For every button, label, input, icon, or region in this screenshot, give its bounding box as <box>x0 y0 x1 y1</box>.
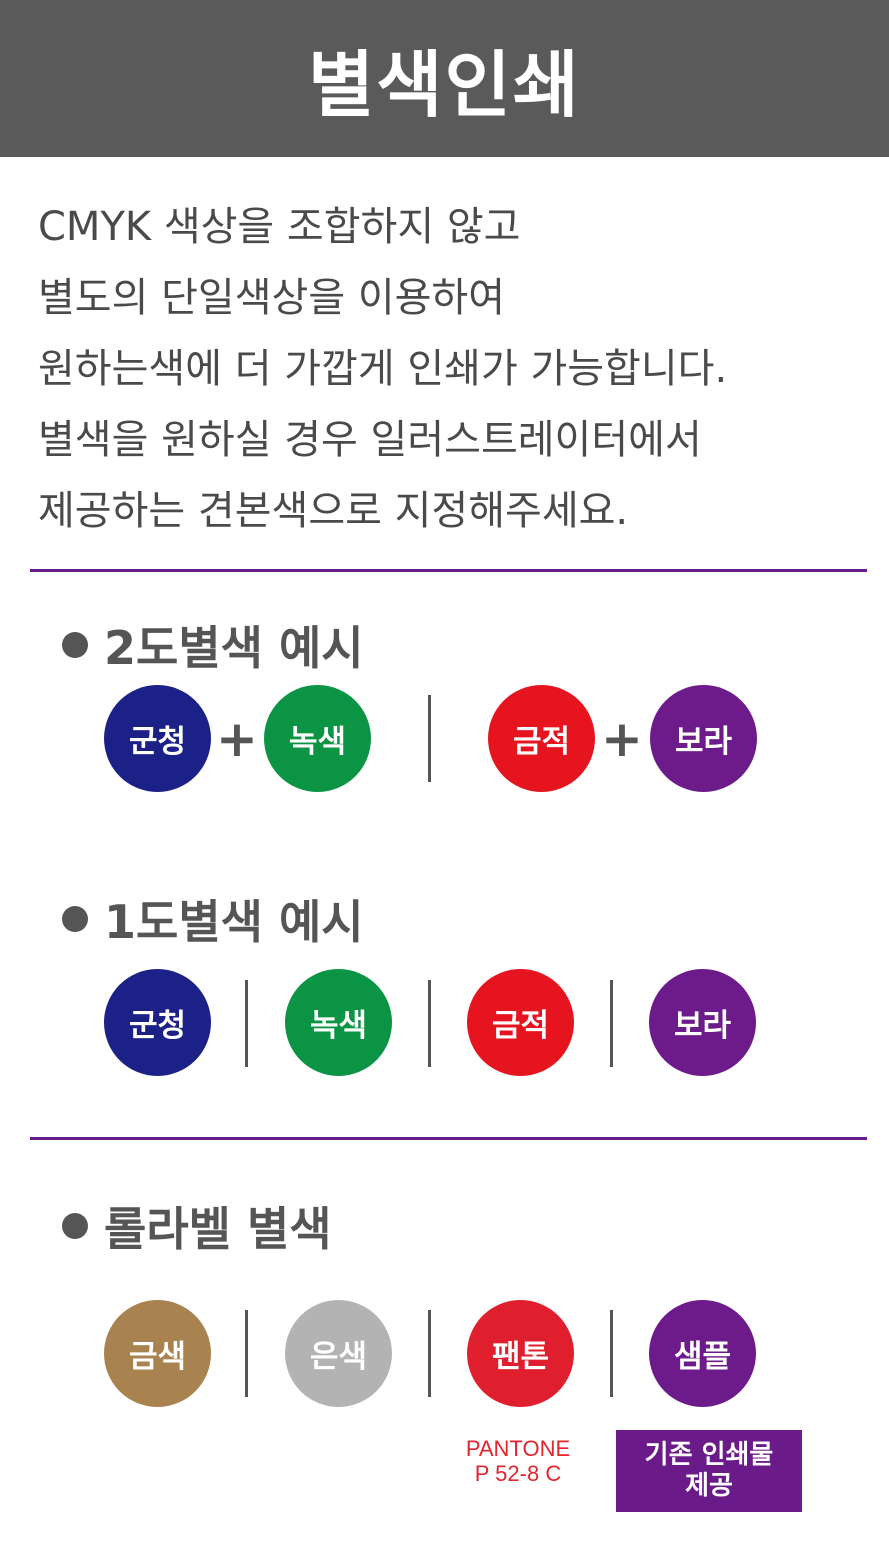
swatch-label: 군청 <box>128 1008 187 1044</box>
pantone-note: PANTONE P 52-8 C <box>448 1436 588 1486</box>
bullet-icon <box>62 1213 88 1239</box>
swatch-purple: 보라 <box>649 969 756 1076</box>
pantone-note-line: PANTONE <box>465 1436 571 1461</box>
swatch-label: 팬톤 <box>491 1339 550 1375</box>
description-line: 별색을 원하실 경우 일러스트레이터에서 <box>38 417 702 463</box>
separator <box>610 980 613 1067</box>
swatch-green: 녹색 <box>285 969 392 1076</box>
separator <box>428 695 431 782</box>
sample-note-box: 기존 인쇄물 제공 <box>616 1430 802 1512</box>
plus-icon: + <box>601 710 643 768</box>
roll-label-heading: 롤라벨 별색 <box>62 1193 332 1259</box>
separator <box>610 1310 613 1397</box>
header-bar: 별색인쇄 <box>0 0 889 157</box>
description-line: 제공하는 견본색으로 지정해주세요. <box>38 488 629 534</box>
swatch-gold: 금색 <box>104 1300 211 1407</box>
separator <box>245 1310 248 1397</box>
swatch-label: 은색 <box>309 1339 368 1375</box>
two-color-title: 2도별색 예시 <box>104 621 364 675</box>
swatch-silver: 은색 <box>285 1300 392 1407</box>
pantone-note-line: P 52-8 C <box>474 1461 562 1486</box>
one-color-heading: 1도별색 예시 <box>62 886 364 952</box>
roll-label-title: 롤라벨 별색 <box>104 1202 332 1256</box>
swatch-navy: 군청 <box>104 685 211 792</box>
swatch-pantone: 팬톤 <box>467 1300 574 1407</box>
separator <box>428 1310 431 1397</box>
section-divider <box>30 569 867 572</box>
swatch-label: 샘플 <box>673 1339 732 1375</box>
swatch-label: 보라 <box>674 724 733 760</box>
swatch-label: 금적 <box>512 724 571 760</box>
bullet-icon <box>62 632 88 658</box>
swatch-red: 금적 <box>467 969 574 1076</box>
plus-icon: + <box>216 710 258 768</box>
sample-note-line: 제공 <box>685 1471 733 1501</box>
swatch-label: 금색 <box>128 1339 187 1375</box>
swatch-navy: 군청 <box>104 969 211 1076</box>
page-title: 별색인쇄 <box>308 43 581 127</box>
two-color-heading: 2도별색 예시 <box>62 612 364 678</box>
swatch-sample: 샘플 <box>649 1300 756 1407</box>
swatch-label: 금적 <box>491 1008 550 1044</box>
sample-note-line: 기존 인쇄물 <box>644 1440 774 1470</box>
separator <box>245 980 248 1067</box>
section-divider <box>30 1137 867 1140</box>
description-line: 원하는색에 더 가깝게 인쇄가 가능합니다. <box>38 346 728 392</box>
description-line: 별도의 단일색상을 이용하여 <box>38 275 506 321</box>
swatch-red: 금적 <box>488 685 595 792</box>
bullet-icon <box>62 906 88 932</box>
description-line: CMYK 색상을 조합하지 않고 <box>38 204 521 250</box>
swatch-purple: 보라 <box>650 685 757 792</box>
swatch-label: 녹색 <box>288 724 347 760</box>
description: CMYK 색상을 조합하지 않고 별도의 단일색상을 이용하여 원하는색에 더 … <box>38 192 878 547</box>
separator <box>428 980 431 1067</box>
swatch-label: 보라 <box>673 1008 732 1044</box>
swatch-green: 녹색 <box>264 685 371 792</box>
swatch-label: 녹색 <box>309 1008 368 1044</box>
one-color-title: 1도별색 예시 <box>104 895 364 949</box>
swatch-label: 군청 <box>128 724 187 760</box>
